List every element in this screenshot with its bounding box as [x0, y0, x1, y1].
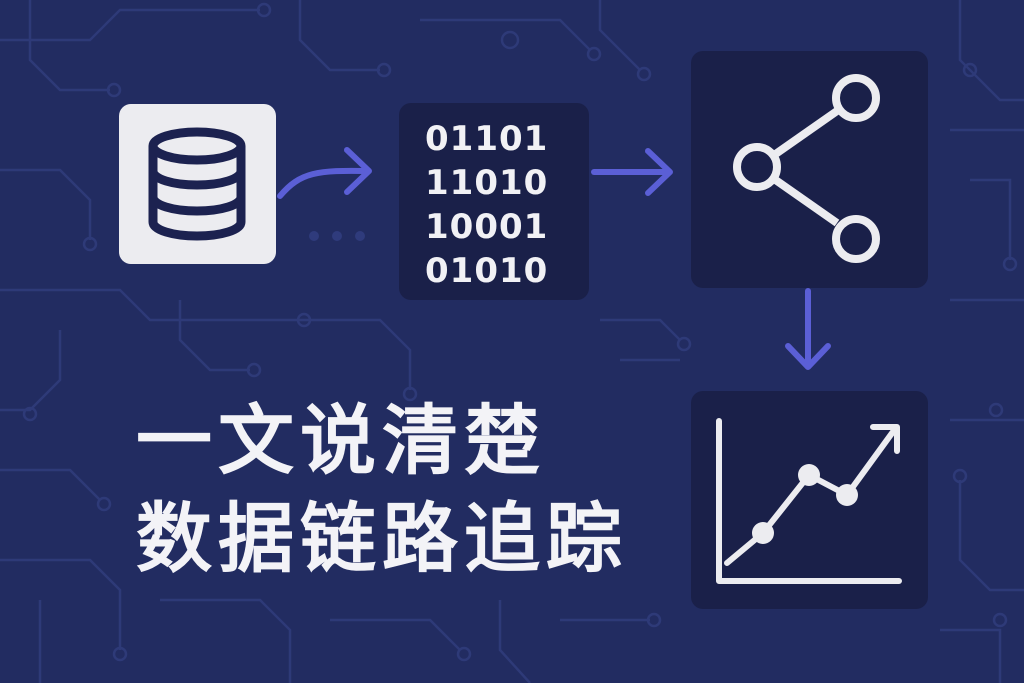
arrow-down-icon: [785, 288, 831, 370]
arrow-right-icon: [277, 147, 372, 199]
share-icon: [733, 74, 880, 263]
binary-data-card: 01101 11010 10001 01010: [399, 103, 589, 300]
trend-chart-card: [691, 391, 928, 609]
binary-lines: 01101 11010 10001 01010: [425, 117, 548, 293]
title-line-1: 一文说清楚: [136, 396, 546, 485]
title-line-2: 数据链路追踪: [136, 494, 628, 583]
database-icon: [148, 127, 246, 241]
binary-line: 10001: [425, 207, 549, 247]
binary-line: 01101: [425, 119, 549, 159]
database-card: [119, 104, 276, 264]
binary-line: 01010: [425, 251, 549, 291]
binary-line: 11010: [425, 163, 549, 203]
share-card: [691, 51, 928, 288]
trend-chart-icon: [716, 418, 902, 584]
arrow-right-icon: [591, 148, 673, 196]
